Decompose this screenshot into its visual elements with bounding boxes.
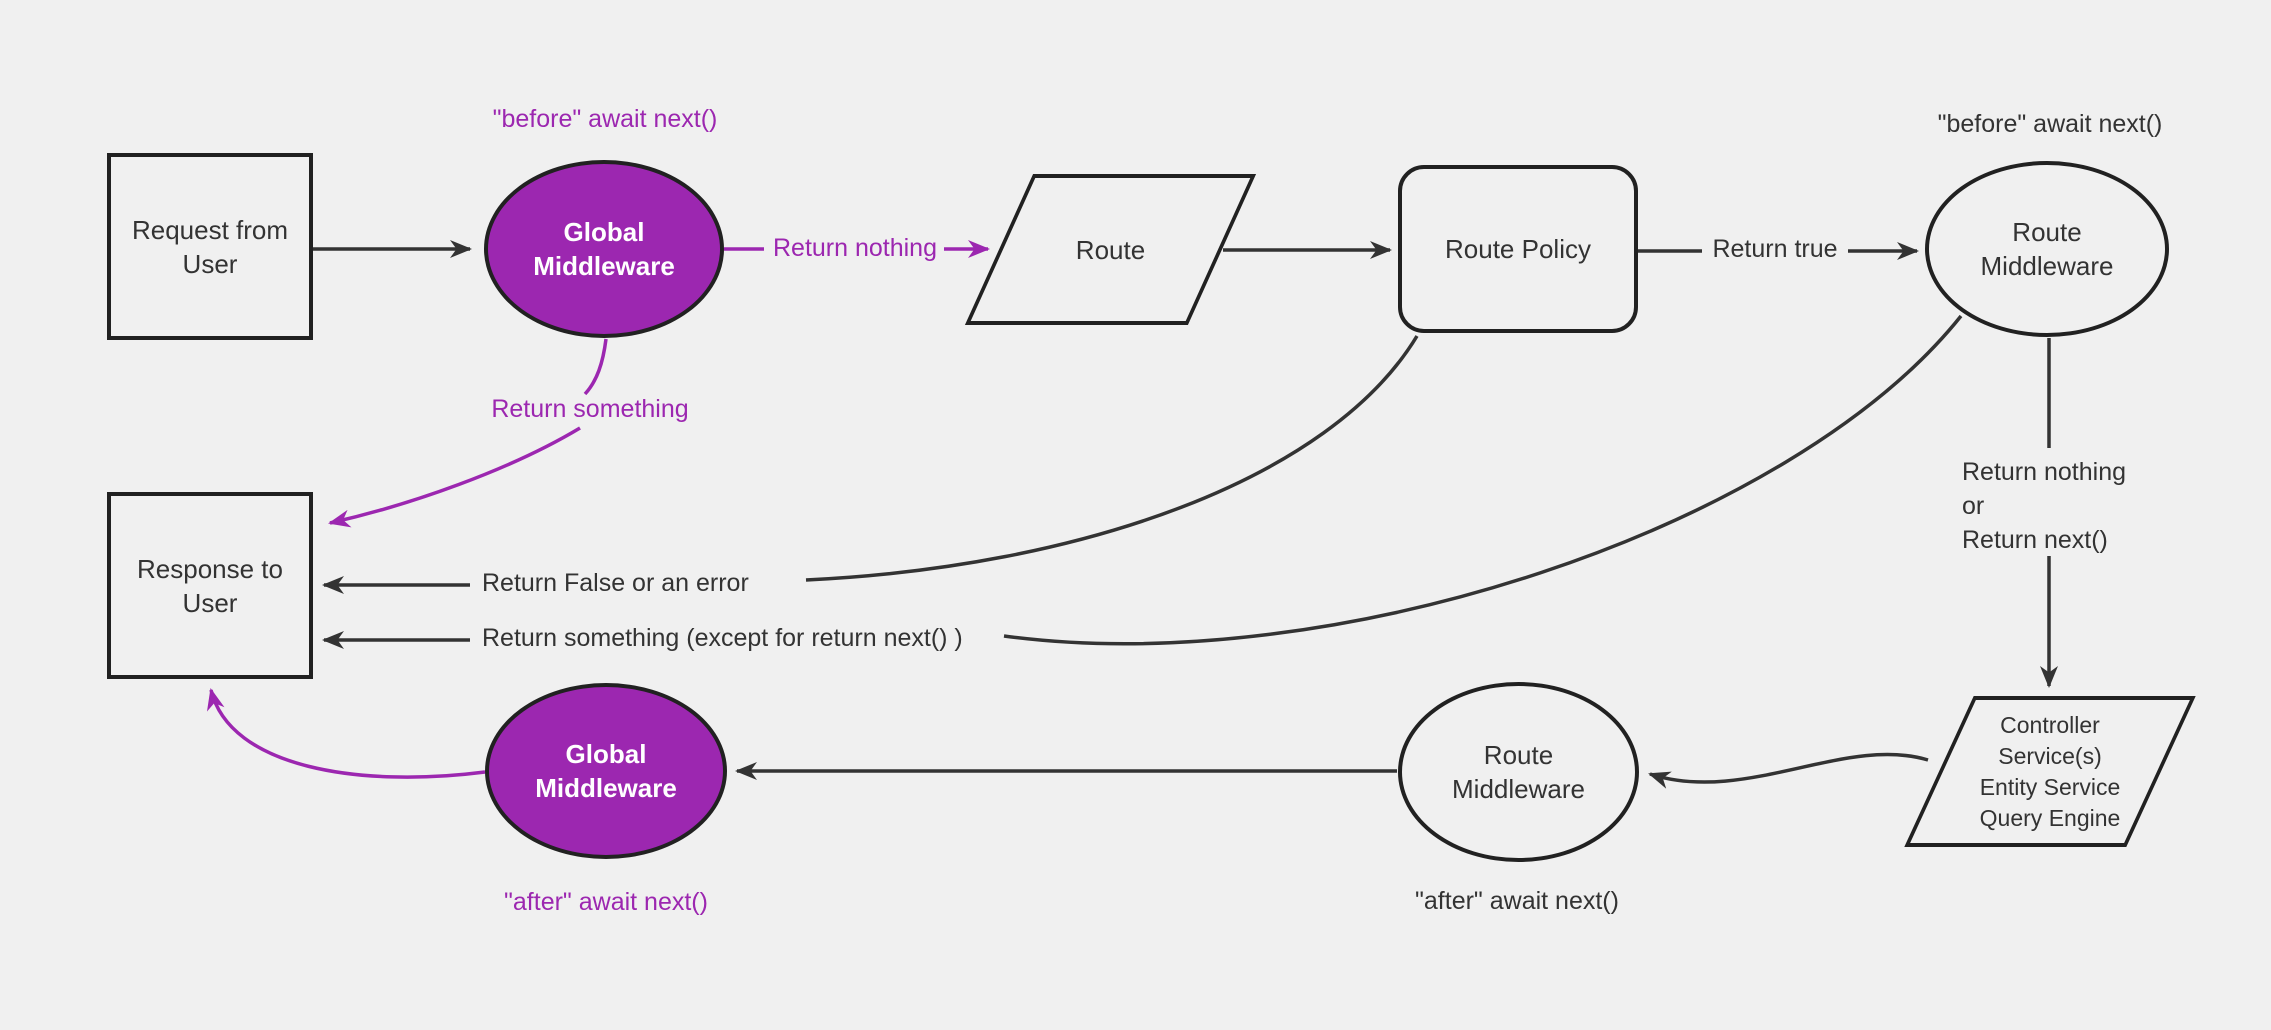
node-request-from-user: Request from User: [107, 153, 313, 340]
label-before-await-next-right: "before" await next(): [1937, 110, 2163, 138]
edge-global-mw-bottom-to-response: [207, 688, 486, 779]
node-label-line: Response to: [137, 553, 283, 584]
node-controller-services: Controller Service(s) Entity Service Que…: [1904, 696, 2196, 847]
node-label-line: Service(s): [1998, 742, 2102, 769]
node-global-middleware-top: Global Middleware: [484, 160, 724, 338]
edge-route-policy-return-false-curve: [805, 335, 1419, 582]
node-label-line: Query Engine: [1979, 804, 2121, 831]
node-label-line: Controller: [2000, 711, 2100, 738]
node-label-line: Middleware: [1452, 774, 1585, 804]
node-route-middleware-top: Route Middleware: [1925, 161, 2169, 337]
node-label-line: Entity Service: [1979, 773, 2121, 800]
node-label-line: Route: [2012, 217, 2082, 247]
node-label-line: Route: [1075, 234, 1146, 265]
node-label-line: Middleware: [533, 251, 675, 281]
label-return-something-except: Return something (except for return next…: [482, 624, 963, 652]
label-return-nothing: Return nothing: [772, 234, 937, 262]
node-label-line: User: [182, 248, 238, 279]
node-label: Route: [1003, 178, 1218, 321]
label-return-false-or-error: Return False or an error: [482, 569, 749, 597]
node-label-line: Global: [565, 739, 647, 769]
node-label: Controller Service(s) Entity Service Que…: [1943, 700, 2157, 843]
edge-route-mw-return-something-curve: [1003, 314, 1963, 646]
edge-global-mw-return-something-upper: [583, 338, 608, 396]
label-line: Return nothing: [1962, 458, 2127, 486]
label-line: Return next(): [1962, 526, 2108, 554]
node-label-line: Route: [1483, 740, 1554, 770]
label-line: or: [1962, 492, 1985, 520]
node-label-line: Middleware: [1980, 251, 2114, 281]
label-after-await-next-left: "after" await next(): [504, 888, 708, 916]
label-return-true: Return true: [1712, 235, 1838, 263]
node-label-line: Request from: [131, 214, 289, 245]
node-label-line: Global: [563, 217, 645, 247]
node-label-line: Middleware: [535, 773, 677, 803]
label-after-await-next-mid: "after" await next(): [1415, 887, 1619, 915]
node-route-middleware-bottom: Route Middleware: [1398, 682, 1639, 862]
edge-return-something-to-response: [328, 426, 581, 528]
node-label-line: Route Policy: [1445, 234, 1591, 264]
node-route: Route: [964, 174, 1257, 325]
label-return-something: Return something: [491, 395, 689, 423]
label-before-await-next-top: "before" await next(): [492, 105, 718, 133]
node-response-to-user: Response to User: [107, 492, 313, 679]
node-global-middleware-bottom: Global Middleware: [485, 683, 727, 859]
edge-controller-to-route-mw-bottom: [1648, 752, 1929, 789]
label-return-nothing-or-next: Return nothing or Return next(): [1962, 455, 2126, 557]
node-route-policy: Route Policy: [1398, 165, 1638, 333]
node-label-line: User: [182, 587, 238, 618]
